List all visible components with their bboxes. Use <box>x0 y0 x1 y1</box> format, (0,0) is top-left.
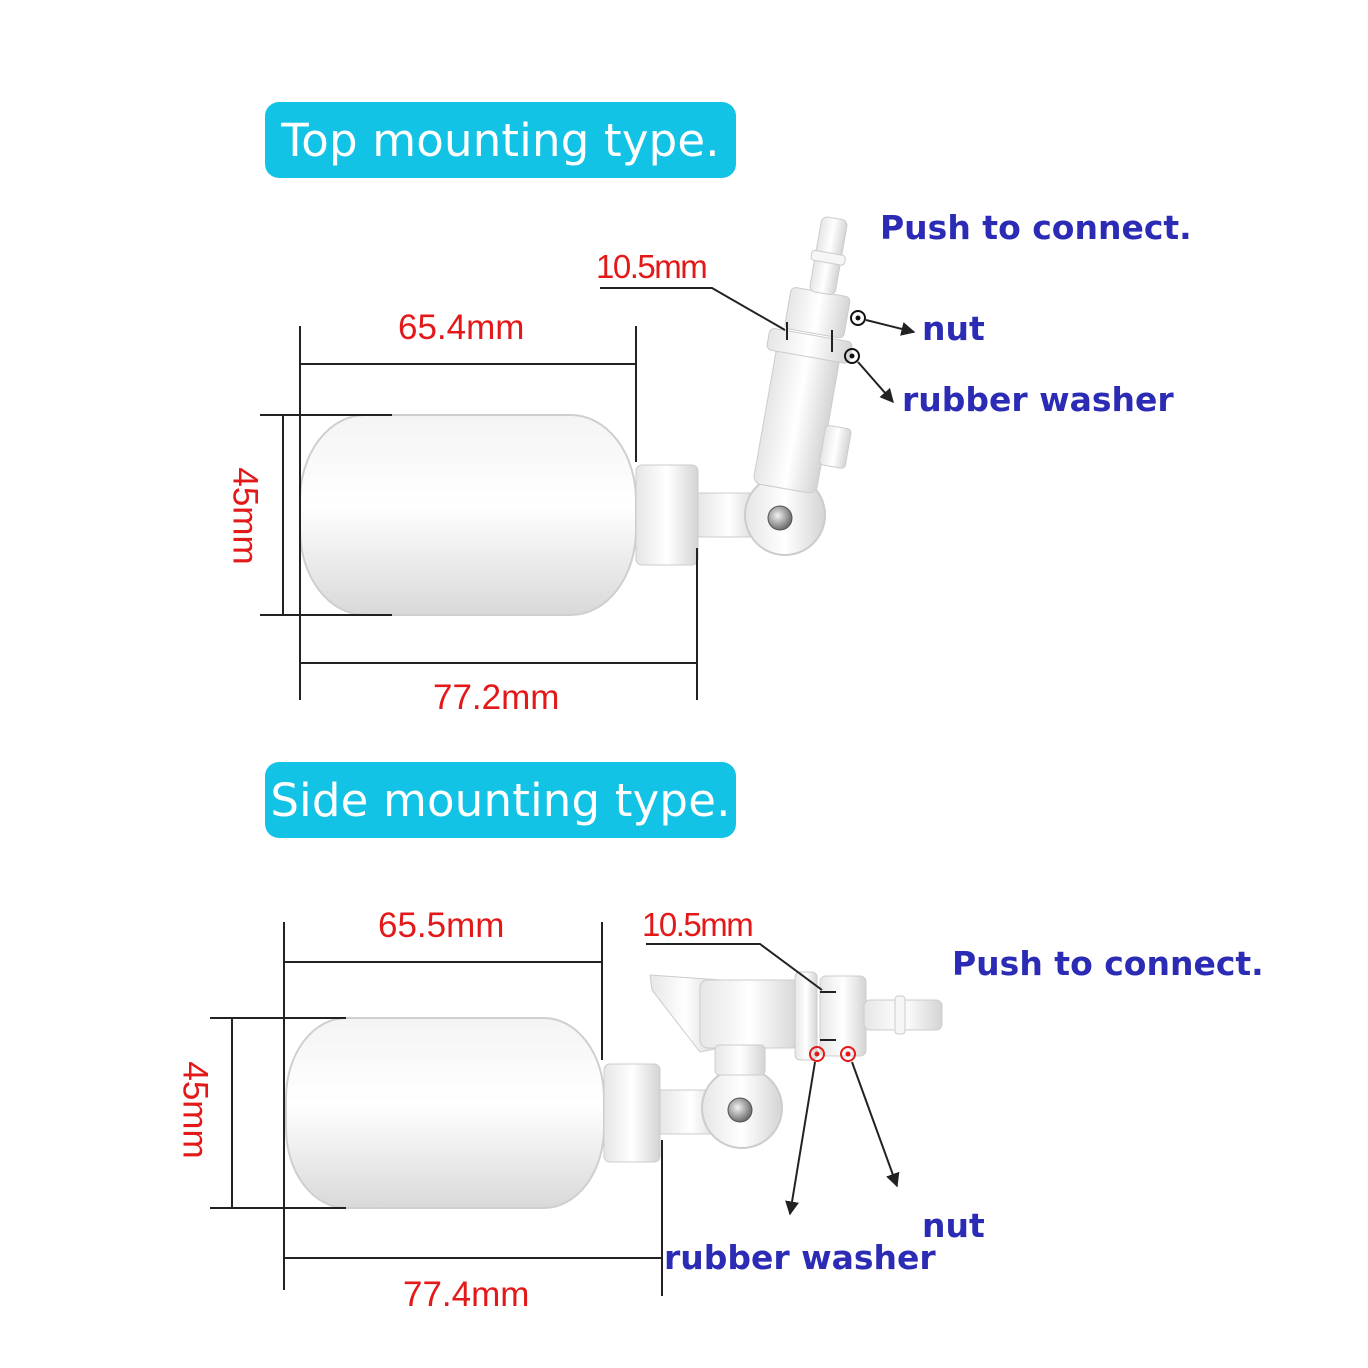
side-dim-total: 77.4mm <box>403 1275 530 1314</box>
top-mounting-title: Top mounting type. <box>265 102 736 178</box>
top-float-ball <box>299 414 637 616</box>
side-float-ball <box>285 1017 605 1209</box>
top-washer <box>766 328 853 364</box>
top-dimension-lines <box>260 287 833 700</box>
top-nut-label: nut <box>922 309 985 348</box>
top-nut-marker <box>850 310 866 326</box>
side-callout-lines <box>785 1046 900 1216</box>
side-dim-thread: 10.5mm <box>642 906 754 943</box>
side-mounting-title: Side mounting type. <box>265 762 736 838</box>
side-product <box>285 971 943 1209</box>
top-dim-height: 45mm <box>225 467 265 565</box>
top-washer-label: rubber washer <box>902 380 1174 419</box>
top-dim-ball-width: 65.4mm <box>398 308 525 347</box>
top-screw <box>767 505 793 531</box>
side-dimension-lines <box>210 922 836 1296</box>
top-product <box>299 216 853 616</box>
top-nut <box>784 287 851 339</box>
side-ball-collar <box>603 1063 661 1163</box>
side-washer-marker <box>809 1046 825 1062</box>
top-washer-marker <box>844 348 860 364</box>
side-washer <box>794 971 818 1061</box>
top-ball-collar <box>635 464 699 566</box>
top-valve-body <box>753 345 840 494</box>
top-push-label: Push to connect. <box>880 208 1192 247</box>
top-dim-total: 77.2mm <box>433 678 560 717</box>
side-nut-label: nut <box>922 1206 985 1245</box>
side-washer-label: rubber washer <box>664 1238 936 1277</box>
side-nut-marker <box>840 1046 856 1062</box>
side-dim-height: 45mm <box>175 1061 215 1159</box>
side-nut <box>819 975 867 1057</box>
side-push-label: Push to connect. <box>952 944 1264 983</box>
side-dim-ball-width: 65.5mm <box>378 906 505 945</box>
top-dim-thread: 10.5mm <box>596 248 708 285</box>
side-valve-body <box>699 979 801 1049</box>
side-screw <box>727 1097 753 1123</box>
top-callout-lines <box>844 310 916 404</box>
